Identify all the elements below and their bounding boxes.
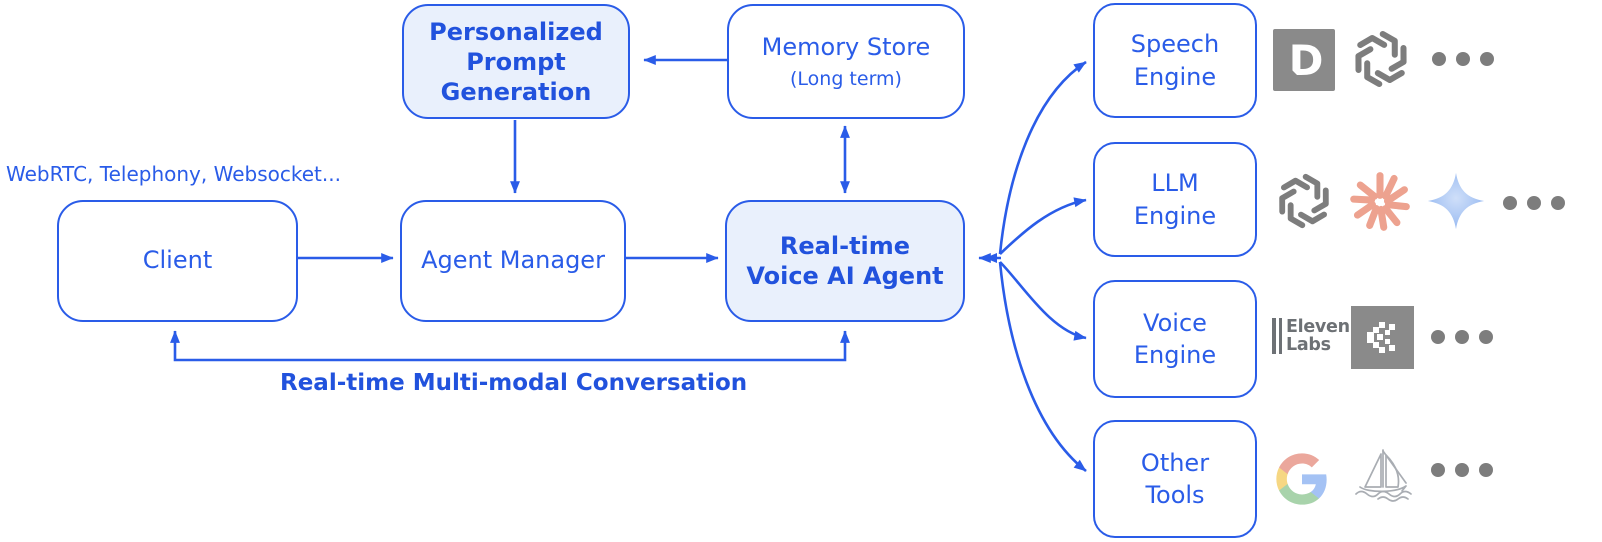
more-llm-providers-icon [1503, 196, 1565, 210]
elevenlabs-wordmark-line1: Eleven [1286, 317, 1350, 337]
other-tools-node-label: Other Tools [1140, 448, 1210, 509]
memory-store-node-title: Memory Store [761, 32, 931, 61]
edge-conversation-loop [170, 330, 850, 362]
openai-icon [1350, 28, 1412, 94]
voice-engine-node: Voice Engine [1093, 280, 1257, 398]
llm-engine-node: LLM Engine [1093, 142, 1257, 257]
memory-store-node-subtitle: (Long term) [790, 67, 902, 90]
edge-fan-to-voice [999, 261, 1087, 341]
edge-fan-to-llm [999, 197, 1087, 255]
prompt-generation-node-label: Personalized Prompt Generation [429, 17, 603, 106]
voice-engine-node-label: Voice Engine [1133, 308, 1217, 369]
more-voice-providers-icon [1431, 330, 1493, 344]
anthropic-claude-icon [1349, 170, 1411, 236]
google-icon [1274, 451, 1330, 511]
client-node: Client [57, 200, 298, 322]
svg-text:D: D [1289, 36, 1324, 85]
elevenlabs-wordmark-line2: Labs [1286, 335, 1331, 356]
agent-manager-node: Agent Manager [400, 200, 626, 322]
speech-engine-node: Speech Engine [1093, 3, 1257, 118]
speech-engine-node-label: Speech Engine [1130, 30, 1220, 91]
voice-agent-node: Real-time Voice AI Agent [725, 200, 965, 322]
agent-manager-node-label: Agent Manager [421, 246, 605, 275]
google-gemini-icon [1426, 171, 1486, 235]
edge-fan-to-tools [998, 261, 1087, 473]
memory-store-node: Memory Store (Long term) [727, 4, 965, 119]
elevenlabs-icon: Eleven Labs [1272, 318, 1350, 355]
edge-fan-to-speech [998, 60, 1087, 255]
llm-engine-node-label: LLM Engine [1133, 169, 1217, 230]
openai-icon [1274, 171, 1334, 235]
edge-fan-second-chevron [985, 253, 997, 263]
protocols-annotation: WebRTC, Telephony, Websocket... [6, 162, 341, 186]
other-tools-node: Other Tools [1093, 420, 1257, 538]
deepgram-icon: D [1273, 29, 1335, 95]
client-node-label: Client [142, 246, 213, 275]
voice-agent-node-label: Real-time Voice AI Agent [746, 232, 944, 290]
sailboat-icon [1348, 443, 1420, 509]
cartesia-icon [1351, 306, 1414, 373]
conversation-annotation: Real-time Multi-modal Conversation [280, 370, 748, 396]
prompt-generation-node: Personalized Prompt Generation [402, 4, 630, 119]
more-tools-icon [1431, 463, 1493, 477]
elevenlabs-bars [1272, 318, 1282, 355]
more-speech-providers-icon [1432, 52, 1494, 66]
